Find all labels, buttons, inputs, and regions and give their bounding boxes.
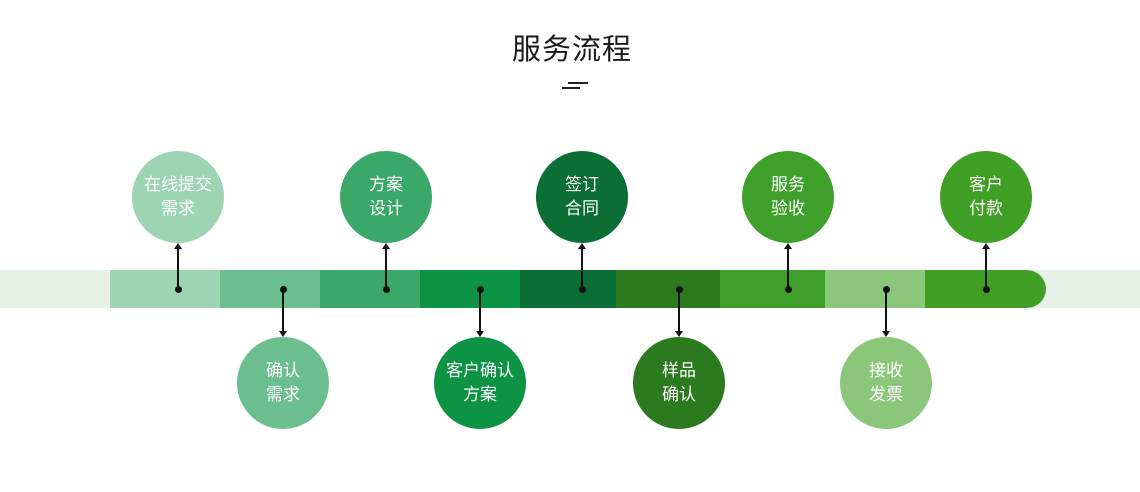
step-connector-8 <box>885 289 887 331</box>
arrow-tip-icon <box>279 331 287 337</box>
step-connector-3 <box>385 249 387 289</box>
step-dot-5 <box>578 285 586 293</box>
arrow-tip-icon <box>174 243 182 249</box>
step-label-line1: 样品 <box>662 361 696 381</box>
page-title: 服务流程 <box>511 32 632 66</box>
step-dot-9 <box>982 285 990 293</box>
step-dot-8 <box>882 285 890 293</box>
step-label-line2: 验收 <box>771 199 805 219</box>
title-underline <box>562 82 588 90</box>
step-dot-7 <box>784 285 792 293</box>
step-connector-6 <box>678 289 680 331</box>
step-connector-9 <box>985 249 987 289</box>
step-circle-4: 客户确认方案 <box>434 337 526 429</box>
arrow-tip-icon <box>675 331 683 337</box>
step-label-line1: 签订 <box>565 175 599 195</box>
step-connector-7 <box>787 249 789 289</box>
step-label-line1: 客户确认 <box>446 361 514 381</box>
step-label-line2: 需求 <box>161 199 195 219</box>
step-label-line1: 服务 <box>771 175 805 195</box>
step-label-line2: 确认 <box>662 385 696 405</box>
arrow-tip-icon <box>784 243 792 249</box>
step-label-line1: 接收 <box>869 361 903 381</box>
step-label-line2: 发票 <box>869 385 903 405</box>
step-label-line2: 设计 <box>369 199 403 219</box>
step-label-line1: 方案 <box>369 175 403 195</box>
step-circle-8: 接收发票 <box>840 337 932 429</box>
step-dot-6 <box>675 285 683 293</box>
arrow-tip-icon <box>982 243 990 249</box>
step-label-line2: 付款 <box>969 199 1003 219</box>
step-dot-1 <box>174 285 182 293</box>
arrow-tip-icon <box>382 243 390 249</box>
step-circle-2: 确认需求 <box>237 337 329 429</box>
arrow-tip-icon <box>578 243 586 249</box>
step-label-line1: 在线提交 <box>144 175 212 195</box>
step-dot-3 <box>382 285 390 293</box>
step-connector-5 <box>581 249 583 289</box>
arrow-tip-icon <box>882 331 890 337</box>
step-circle-9: 客户付款 <box>940 151 1032 243</box>
step-circle-7: 服务验收 <box>742 151 834 243</box>
step-circle-1: 在线提交需求 <box>132 151 224 243</box>
step-label-line2: 合同 <box>565 199 599 219</box>
step-connector-2 <box>282 289 284 331</box>
step-circle-6: 样品确认 <box>633 337 725 429</box>
step-label-line2: 需求 <box>266 385 300 405</box>
band-segment-7 <box>720 270 845 308</box>
step-label-line1: 确认 <box>266 361 300 381</box>
arrow-tip-icon <box>476 331 484 337</box>
step-connector-4 <box>479 289 481 331</box>
step-circle-3: 方案设计 <box>340 151 432 243</box>
step-label-line2: 方案 <box>463 385 497 405</box>
step-label-line1: 客户 <box>969 175 1003 195</box>
step-connector-1 <box>177 249 179 289</box>
step-dot-2 <box>279 285 287 293</box>
step-circle-5: 签订合同 <box>536 151 628 243</box>
step-dot-4 <box>476 285 484 293</box>
